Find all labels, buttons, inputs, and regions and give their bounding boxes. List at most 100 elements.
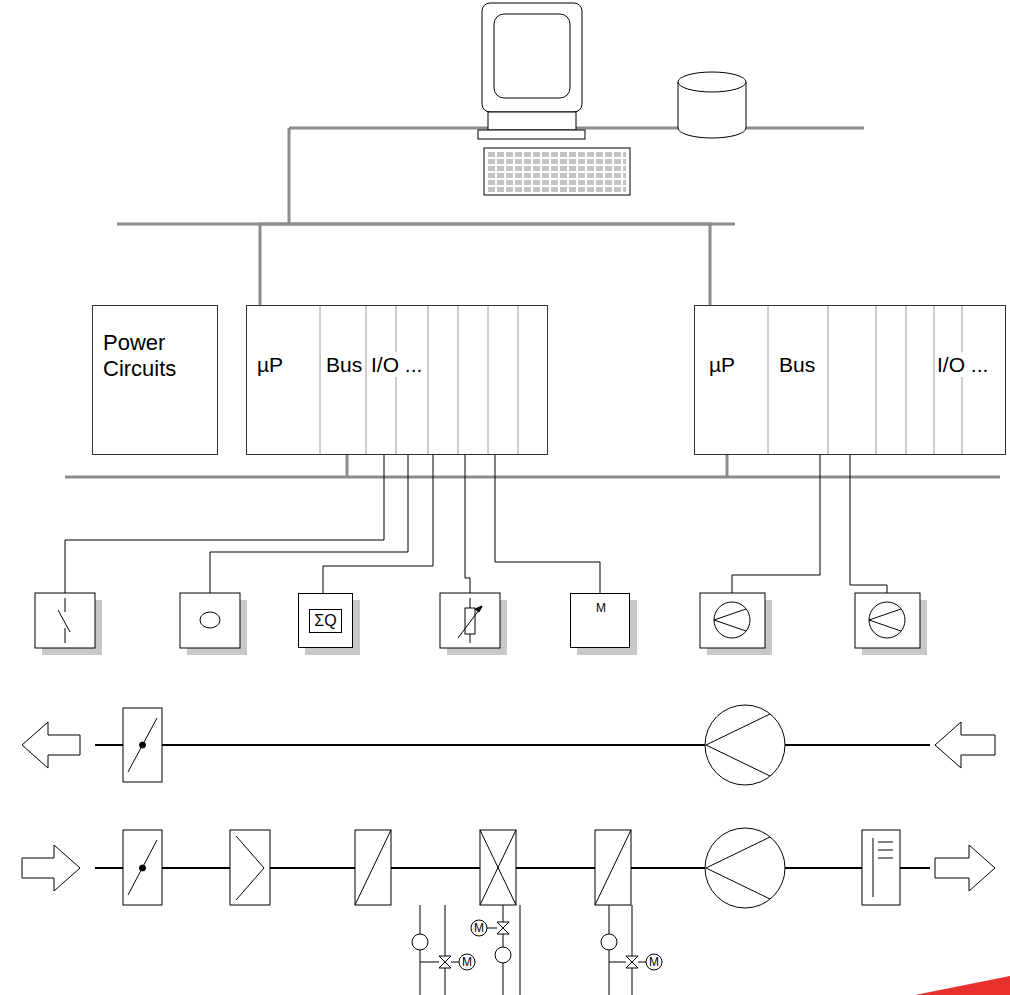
water-pipe [520,905,521,995]
thermistor-symbol [465,608,475,634]
field-wire [495,455,600,593]
rack-slot [320,305,962,455]
silencer-symbol [873,838,874,897]
damper-symbol [140,742,146,748]
device-box [35,593,95,648]
rack-slot [320,305,321,455]
pump-symbol [869,609,901,631]
coil-symbol [480,830,516,905]
node-text: µP [256,352,284,377]
device-box [180,593,240,648]
switch-symbol [58,598,70,643]
field-wire [850,455,887,593]
field-bus [65,455,1000,477]
water-pipe [632,905,633,995]
field-wire [210,455,408,593]
rack-slot [828,305,829,455]
pump-symbol [869,602,905,638]
database-disk [678,72,746,138]
silencer-symbol [862,830,900,905]
meter-box: ΣQ [298,593,353,648]
valve-box: M [570,593,630,648]
thermistor-symbol [458,598,482,643]
controller-rack: µPBusI/O ... [246,305,548,455]
thermistor-symbol [458,606,482,638]
network-bus [288,128,291,224]
valve-symbol [451,962,459,963]
coil-symbol [355,830,631,905]
device-box [440,593,500,648]
rack-slot [428,305,429,455]
coil-symbol [595,830,631,905]
workstation-monitor [478,3,585,139]
valve-symbol [497,922,509,934]
water-pipe [420,962,439,963]
corner-mark [915,976,1010,995]
fan-symbol [705,828,785,908]
filter-symbol [230,830,270,905]
motor-label: M [596,600,606,616]
rack-slot [906,305,907,455]
node-text: I/O ... [370,352,423,377]
workstation-monitor [478,130,585,139]
fan-symbol [705,705,785,908]
field-wire [65,455,384,593]
device-box [35,593,920,648]
damper-symbol [128,718,157,772]
network-bus [117,128,864,224]
coil-symbol [355,830,391,905]
field-bus [726,455,729,477]
valve-symbol [439,597,662,970]
keyboard [484,148,630,195]
damper-symbol [123,708,162,905]
switch-symbol [58,610,70,632]
fan-symbol [706,714,770,776]
damper-symbol [123,830,162,905]
power-box: Power Circuits [92,305,218,455]
workstation-monitor [482,3,582,112]
device-box [855,593,920,648]
pump-symbol [714,602,905,638]
silencer-symbol [878,850,893,851]
database-disk [678,72,746,138]
node-text: Bus [778,352,816,377]
pump-symbol [714,602,750,638]
air-arrow [22,845,80,891]
duct-line [95,744,930,746]
thermistor-symbol [475,606,482,612]
workstation-monitor [488,112,576,130]
damper-symbol [123,708,162,782]
pump-symbol [412,934,428,950]
air-arrow [935,722,995,768]
node-text: I/O ... [936,352,989,377]
coil-symbol [480,830,516,905]
silencer-symbol [878,858,893,859]
corner-mark [915,976,1010,995]
field-bus [65,476,1000,479]
air-arrow [935,845,995,891]
pump-symbol [714,609,746,631]
sensor-symbol [200,612,220,628]
rack-slot [962,305,963,455]
field-wire [732,455,820,593]
node-text: µP [708,352,736,377]
water-pipe [609,962,626,963]
field-wire [65,455,887,593]
filter-symbol [236,836,264,900]
workstation-monitor [494,14,570,98]
meter-label: ΣQ [309,609,341,633]
coil-symbol [355,830,391,905]
pump-symbol [601,934,617,950]
device-box [700,593,765,648]
damper-symbol [128,840,157,895]
rack-slot [396,305,397,455]
valve-symbol [459,954,475,970]
node-text: Power Circuits [103,330,207,382]
motor-label: M [474,921,484,935]
valve-symbol [646,954,662,970]
rack-slot [768,305,769,455]
silencer-symbol [862,830,900,905]
water-pipe [420,905,632,995]
